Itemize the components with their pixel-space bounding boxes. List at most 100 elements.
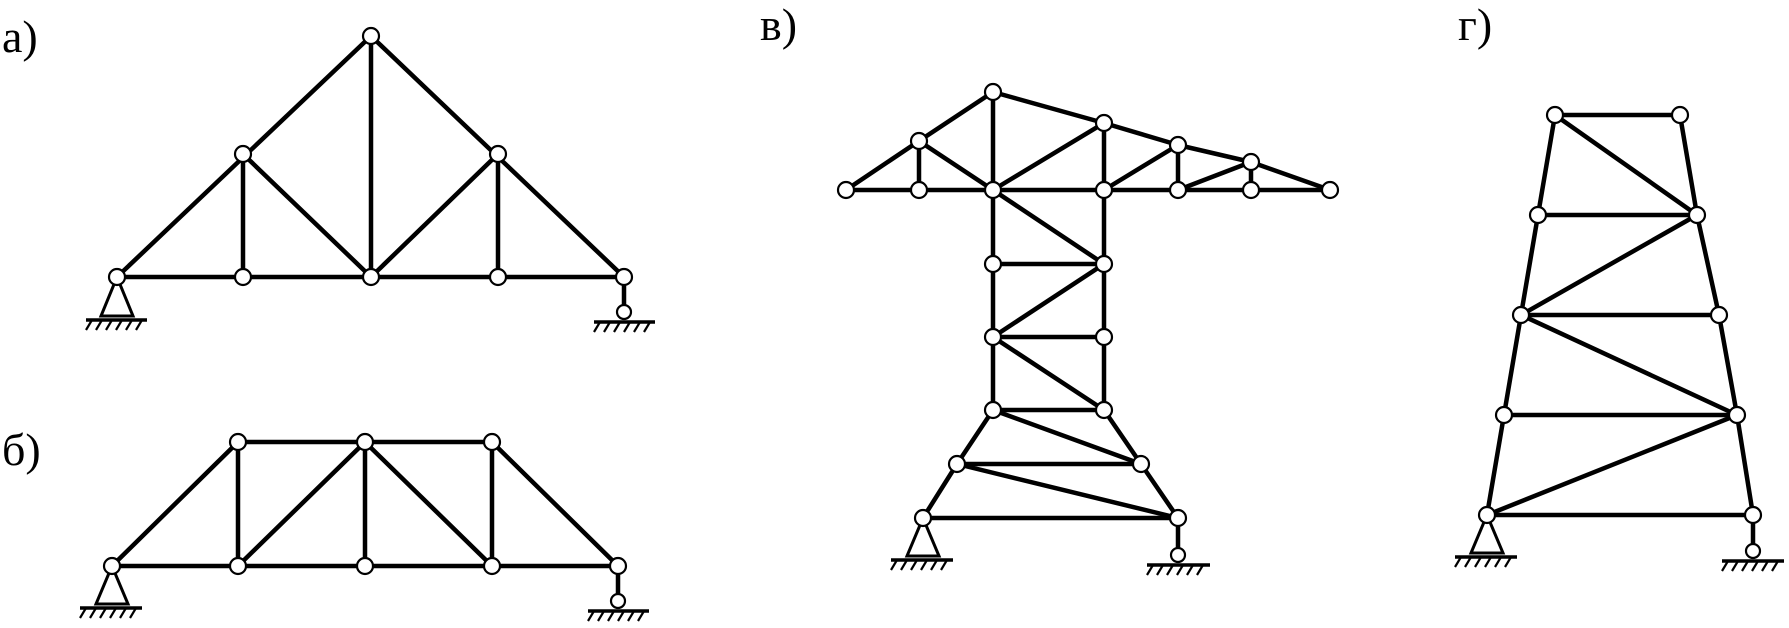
truss-joint [1094,400,1114,420]
ground-hatch [1146,564,1154,576]
truss-b-members [109,439,621,569]
truss-member [1484,412,1740,518]
truss-member [990,89,1107,126]
truss-joint [909,131,929,151]
truss-member [990,187,1107,267]
truss-member [920,461,960,521]
truss-d-pin-support [1454,511,1517,568]
truss-joint [1687,205,1707,225]
truss-joint [983,180,1003,200]
truss-joint [1744,542,1762,560]
truss-member [1101,120,1181,148]
truss-joint [482,556,502,576]
truss-member [1716,312,1740,418]
truss-member [1138,461,1181,521]
truss-joint [1477,505,1497,525]
ground-hatch [1731,560,1739,572]
truss-member [109,439,241,569]
panel-label-d: г) [1458,0,1492,50]
truss-joint [913,508,933,528]
truss-member [240,151,374,280]
ground-hatch [890,559,898,571]
truss-member [990,334,1107,413]
ground-hatch [1474,556,1482,568]
ground-hatch [1166,564,1174,576]
truss-member [990,407,1144,467]
ground-hatch [900,559,908,571]
truss-joint [1320,180,1340,200]
truss-joint [107,267,127,287]
ground-hatch [95,319,103,331]
truss-joint [1131,454,1151,474]
ground-hatch [1721,560,1729,572]
truss-joint [361,26,381,46]
truss-member [1552,112,1700,218]
truss-joint [983,327,1003,347]
ground-hatch [1156,564,1164,576]
truss-joint [1670,105,1690,125]
pin-support-triangle [1468,511,1506,555]
ground-hatch [129,607,137,619]
ground-hatch [85,319,93,331]
ground-hatch [1484,556,1492,568]
truss-d-roller-support [1721,512,1784,572]
truss-member [235,439,368,569]
truss-joint [947,454,967,474]
ground-hatch [643,321,651,333]
truss-member [990,261,1107,340]
truss-d-joints [1477,105,1763,525]
truss-a-pin-support [85,273,147,331]
ground-hatch [1464,556,1472,568]
truss-joint [608,556,628,576]
truss-joint [488,267,508,287]
truss-member [1101,407,1144,467]
truss-d [1454,105,1784,572]
truss-joint [615,303,633,321]
ground-hatch [613,321,621,333]
ground-hatch [89,607,97,619]
truss-joint [482,432,502,452]
truss-member [1175,142,1254,165]
truss-member [843,138,922,193]
truss-c-joints [836,82,1340,528]
truss-c-roller-support [1146,515,1210,576]
ground-hatch [99,607,107,619]
ground-hatch [930,559,938,571]
truss-member [1484,412,1507,518]
truss-joint [1528,205,1548,225]
truss-member [1518,212,1700,318]
ground-hatch [940,559,948,571]
ground-hatch [1186,564,1194,576]
ground-hatch [603,321,611,333]
truss-joint [983,400,1003,420]
truss-member [1501,312,1524,418]
truss-joint [1241,152,1261,172]
ground-hatch [1751,560,1759,572]
truss-joint [609,592,627,610]
truss-c-pin-support [890,514,953,571]
ground-hatch [1741,560,1749,572]
ground-hatch [627,610,635,622]
truss-joint [909,180,929,200]
truss-joint [1094,180,1114,200]
truss-member [1518,212,1541,318]
truss-joint [233,144,253,164]
ground-hatch [1454,556,1462,568]
truss-member [1175,159,1254,193]
truss-member [1248,159,1333,193]
pin-support-triangle [93,562,131,606]
truss-joint [228,556,248,576]
panel-label-b: б) [2,424,41,475]
truss-a-roller-support [593,274,655,333]
ground-hatch [125,319,133,331]
truss-joint [1709,305,1729,325]
truss-member [916,138,996,193]
ground-hatch [623,321,631,333]
pin-support-triangle [98,273,136,318]
ground-hatch [105,319,113,331]
truss-member [954,407,996,467]
truss-member [954,461,1181,521]
truss-joint [1168,508,1188,528]
truss-member [1101,142,1181,193]
